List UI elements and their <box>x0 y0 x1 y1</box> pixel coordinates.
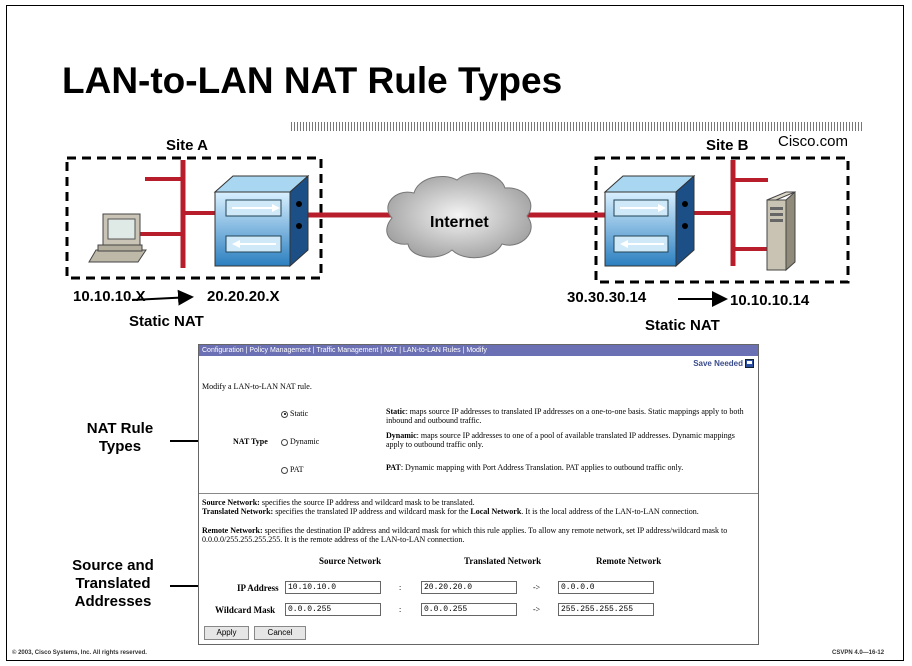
vpn-concentrator-icon <box>213 174 310 268</box>
site-a-ip-to: 20.20.20.X <box>207 288 280 305</box>
nat-type-label: NAT Type <box>233 437 268 446</box>
col-source-network: Source Network <box>319 556 382 566</box>
source-network-help: Source Network: specifies the source IP … <box>202 498 752 507</box>
source-ip-input[interactable]: 10.10.10.0 <box>285 581 381 594</box>
radio-dynamic-label: Dynamic <box>290 437 320 446</box>
radio-pat-label: PAT <box>290 465 304 474</box>
dynamic-desc-title: Dynamic <box>386 431 417 440</box>
site-b-box <box>594 156 850 284</box>
remote-ip-input[interactable]: 0.0.0.0 <box>558 581 654 594</box>
remote-help-text: specifies the destination IP address and… <box>202 526 728 544</box>
source-help-title: Source Network: <box>202 498 260 507</box>
static-desc-text: : maps source IP addresses to translated… <box>386 407 744 425</box>
network-diagram <box>65 156 850 307</box>
col-translated-network: Translated Network <box>464 556 542 566</box>
site-a-nat-label: Static NAT <box>129 313 204 330</box>
source-help-text: specifies the source IP address and wild… <box>259 498 475 507</box>
vpn-concentrator-b-icon <box>603 174 696 268</box>
translated-help-text-a: specifies the translated IP address and … <box>273 507 471 516</box>
cancel-button[interactable]: Cancel <box>254 626 306 640</box>
dynamic-description: Dynamic: maps source IP addresses to one… <box>386 431 751 449</box>
radio-static-option[interactable]: Static <box>281 409 308 418</box>
nat-rule-window: Configuration | Policy Management | Traf… <box>198 344 759 645</box>
site-b-ip-from: 30.30.30.14 <box>567 289 647 306</box>
site-a-label: Site A <box>166 137 208 154</box>
remote-network-help: Remote Network: specifies the destinatio… <box>202 526 752 544</box>
source-mask-input[interactable]: 0.0.0.255 <box>285 603 381 616</box>
pat-desc-title: PAT <box>386 463 401 472</box>
translated-help-title: Translated Network: <box>202 507 274 516</box>
site-b-ip-to: 10.10.10.14 <box>730 292 810 309</box>
section-divider <box>199 493 758 494</box>
remote-help-title: Remote Network: <box>202 526 263 535</box>
mask-colon-sep: : <box>399 605 402 614</box>
remote-mask-input[interactable]: 255.255.255.255 <box>558 603 654 616</box>
radio-static[interactable] <box>281 410 288 418</box>
translated-mask-input[interactable]: 0.0.0.255 <box>421 603 517 616</box>
pat-description: PAT: Dynamic mapping with Port Address T… <box>386 463 751 472</box>
translated-help-bold: Local Network <box>470 507 522 516</box>
apply-button[interactable]: Apply <box>204 626 249 640</box>
pc-icon <box>88 213 147 263</box>
radio-pat[interactable] <box>281 466 288 474</box>
radio-pat-option[interactable]: PAT <box>281 465 304 474</box>
static-desc-title: Static <box>386 407 406 416</box>
static-description: Static: maps source IP addresses to tran… <box>386 407 751 425</box>
internet-cloud-icon <box>386 172 532 259</box>
radio-dynamic[interactable] <box>281 438 288 446</box>
dynamic-desc-text: : maps source IP addresses to one of a p… <box>386 431 735 449</box>
ip-colon-sep: : <box>399 583 402 592</box>
radio-static-label: Static <box>290 409 309 418</box>
wildcard-mask-label: Wildcard Mask <box>215 605 276 615</box>
site-a-box <box>65 156 323 280</box>
ip-address-label: IP Address <box>237 583 279 593</box>
mask-arrow-sep: -> <box>533 605 541 614</box>
floppy-disk-icon[interactable] <box>745 359 754 368</box>
addresses-callout: Source and Translated Addresses <box>72 557 154 610</box>
pat-desc-text: : Dynamic mapping with Port Address Tran… <box>400 463 684 472</box>
slide-frame <box>6 5 904 661</box>
save-needed-label: Save Needed <box>693 359 743 368</box>
server-icon <box>766 190 796 272</box>
page-title: LAN-to-LAN NAT Rule Types <box>62 60 563 101</box>
save-needed-link[interactable]: Save Needed <box>693 359 754 368</box>
footer-course-code: CSVPN 4.0—16-12 <box>832 650 885 656</box>
nat-rule-types-callout: NAT Rule Types <box>86 420 154 455</box>
ip-arrow-sep: -> <box>533 583 541 592</box>
brand-label: Cisco.com <box>778 133 849 150</box>
intro-text: Modify a LAN-to-LAN NAT rule. <box>202 382 312 391</box>
site-a-nat-arrow <box>131 289 194 306</box>
site-b-nat-label: Static NAT <box>645 317 720 334</box>
title-underline <box>60 122 862 131</box>
footer-copyright: © 2003, Cisco Systems, Inc. All rights r… <box>12 650 147 656</box>
site-a-ip-from: 10.10.10.X <box>73 288 146 305</box>
title-underline-blank <box>60 122 290 131</box>
site-b-label: Site B <box>706 137 749 154</box>
radio-dynamic-option[interactable]: Dynamic <box>281 437 319 446</box>
translated-ip-input[interactable]: 20.20.20.0 <box>421 581 517 594</box>
internet-label: Internet <box>430 214 489 231</box>
breadcrumb[interactable]: Configuration | Policy Management | Traf… <box>199 345 758 356</box>
translated-help-text-b: . It is the local address of the LAN-to-… <box>521 507 699 516</box>
col-remote-network: Remote Network <box>596 556 662 566</box>
translated-network-help: Translated Network: specifies the transl… <box>202 507 752 516</box>
